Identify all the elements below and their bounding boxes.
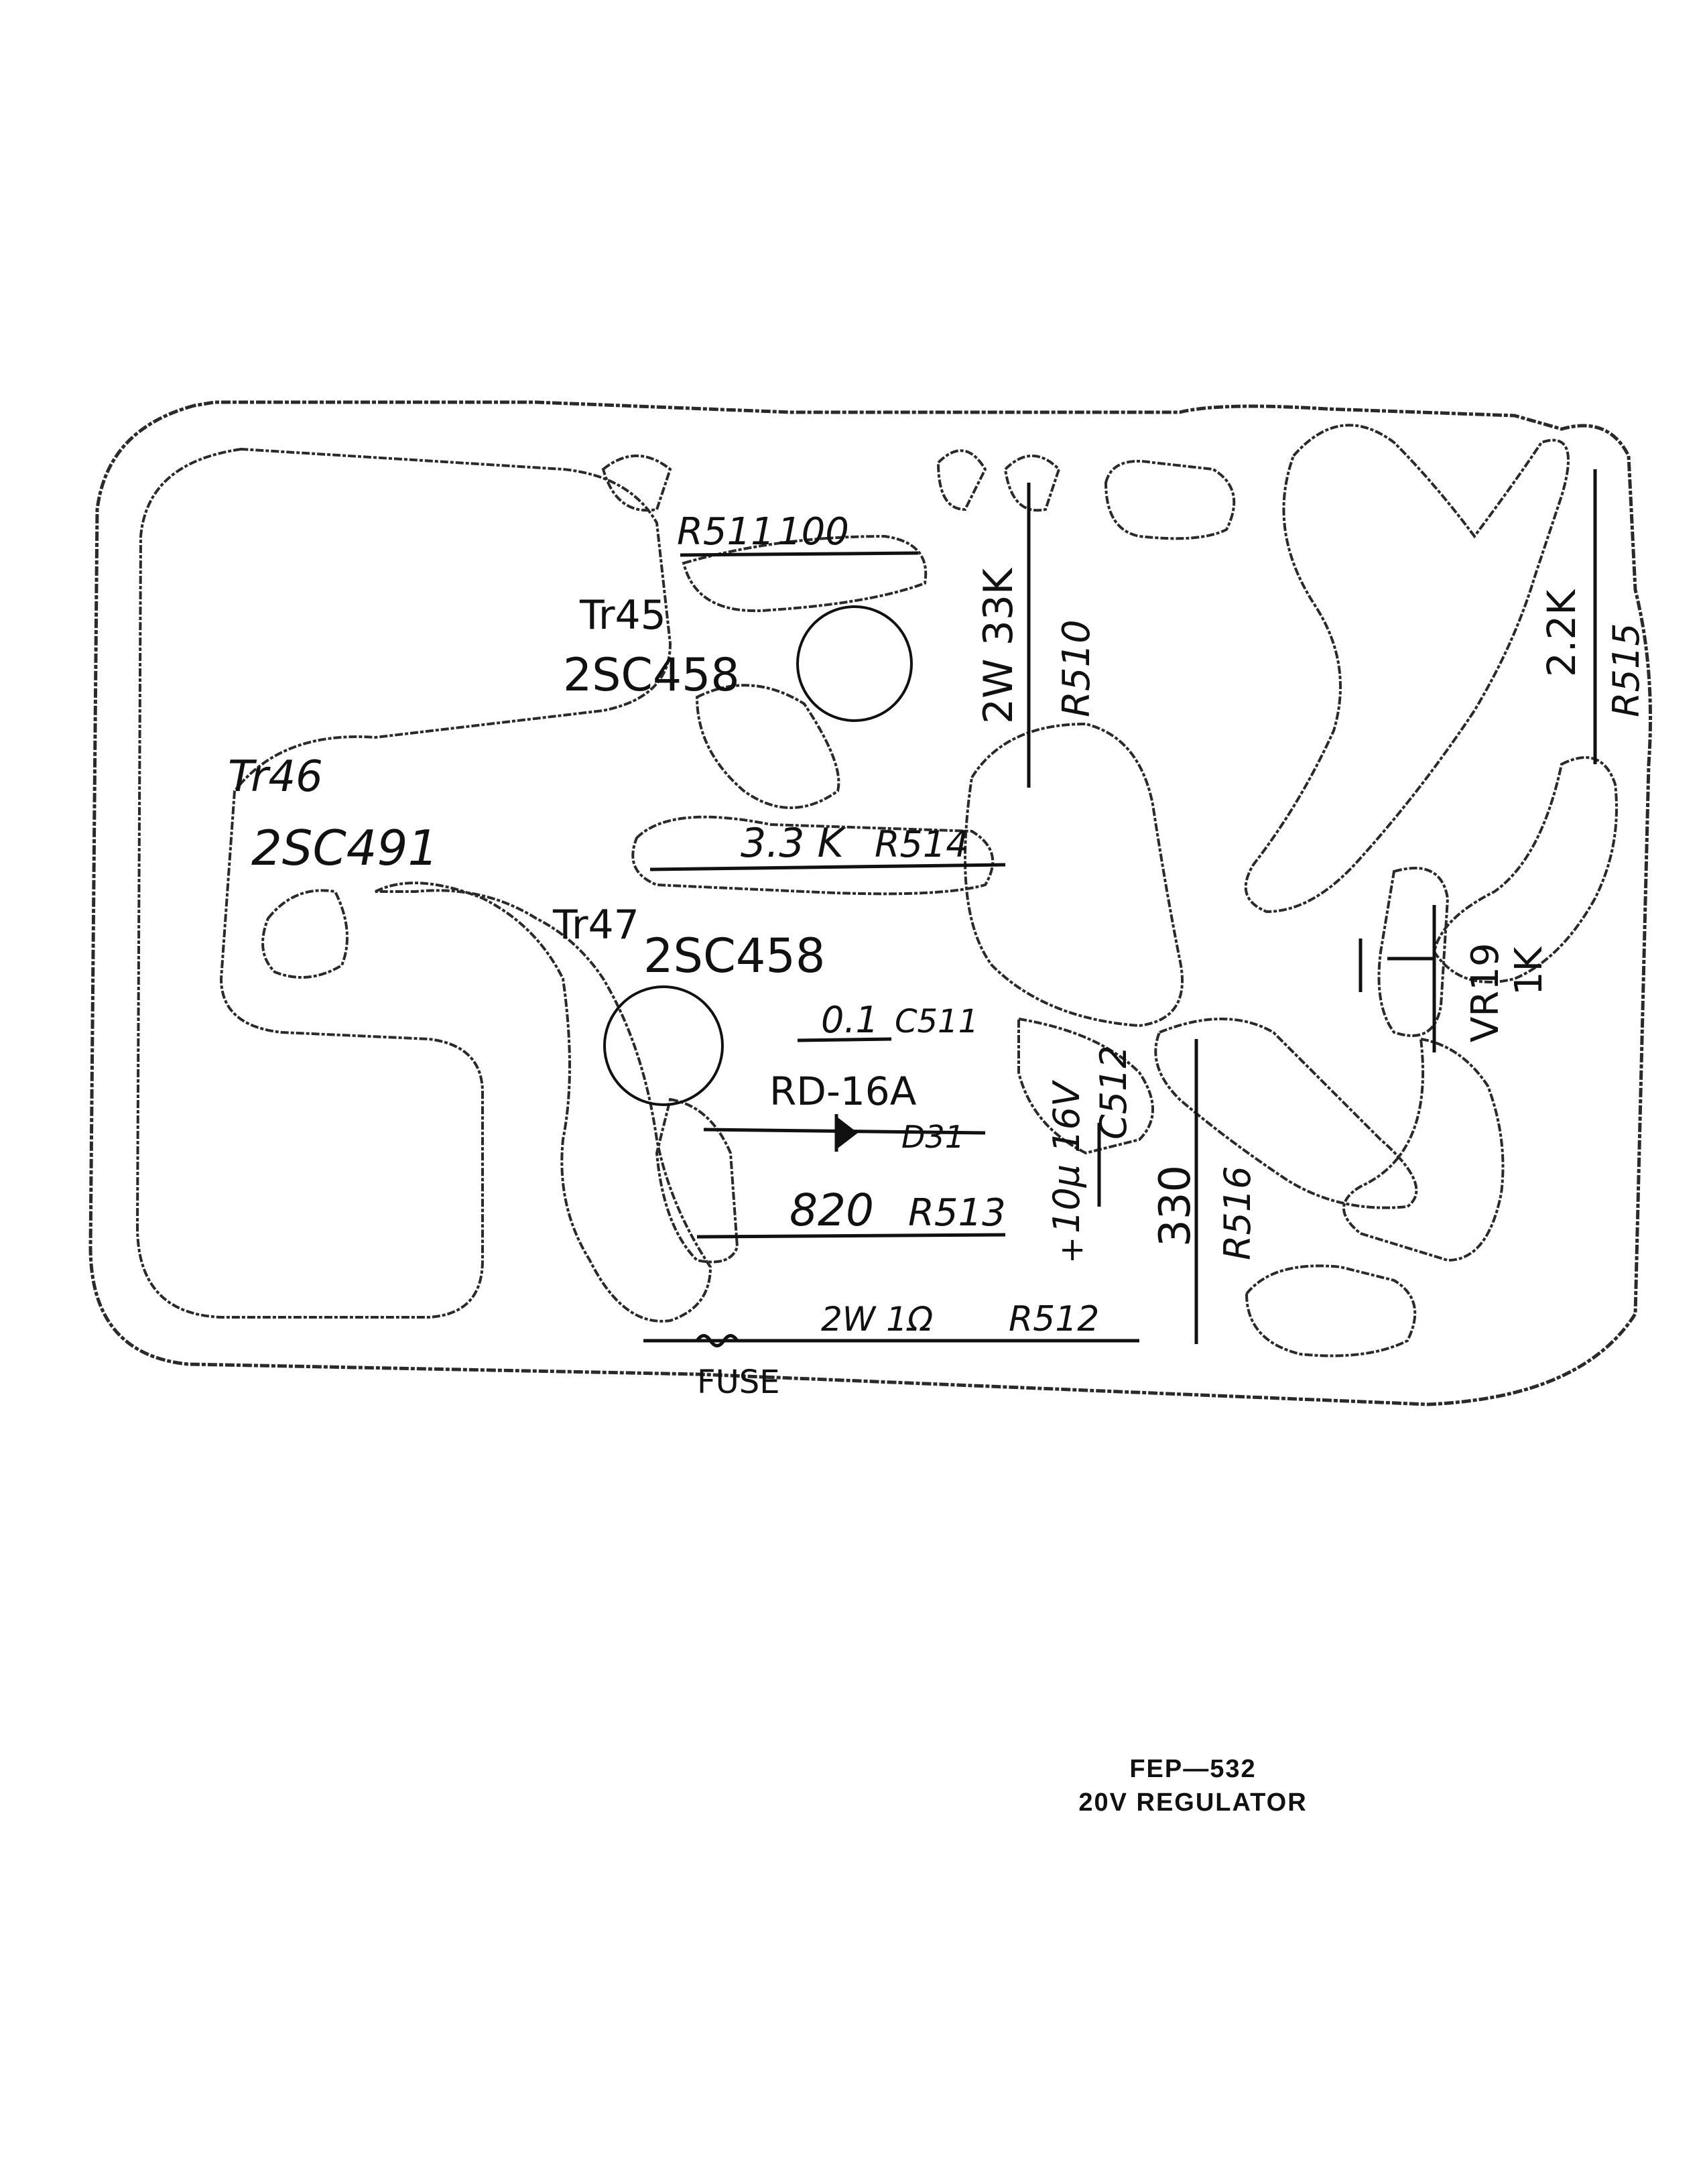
label-r513-ref: R513 — [908, 1191, 1006, 1235]
label-r511-ref: R511 — [677, 510, 775, 554]
label-r512-ref: R512 — [1009, 1299, 1099, 1339]
label-r513-value: 820 — [790, 1185, 874, 1236]
label-tr46-ref: Tr46 — [228, 752, 323, 802]
tr47-transistor-outline — [603, 985, 724, 1106]
label-r510-ref: R510 — [1055, 619, 1098, 717]
label-r511-value: 100 — [777, 510, 849, 554]
label-c511-ref: C511 — [895, 1003, 978, 1040]
label-r510-value: 2W 33K — [975, 567, 1022, 724]
ground-trace-inner — [135, 447, 672, 1319]
caption-model: FEP—532 — [1129, 1755, 1257, 1783]
fuse-symbol — [643, 1334, 791, 1347]
label-r515-ref: R515 — [1605, 623, 1647, 717]
label-r515-value: 2.2K — [1539, 589, 1584, 677]
label-c511-value: 0.1 — [821, 999, 879, 1041]
label-c512-ref: C512 — [1092, 1045, 1135, 1140]
label-d31-part: RD-16A — [769, 1069, 917, 1114]
label-r514-value: 3.3 K — [741, 820, 846, 867]
label-fuse: FUSE — [697, 1363, 780, 1401]
caption-title: 20V REGULATOR — [1078, 1788, 1308, 1817]
label-r516-ref: R516 — [1216, 1166, 1259, 1260]
label-r516-value: 330 — [1151, 1165, 1200, 1247]
copper-traces — [261, 424, 1618, 1357]
label-tr46-part: 2SC491 — [251, 820, 438, 876]
label-tr45-ref: Tr45 — [579, 592, 666, 639]
label-tr45-part: 2SC458 — [563, 649, 740, 702]
label-r514-ref: R514 — [875, 823, 969, 865]
label-vr19-value: 1K — [1507, 946, 1551, 995]
label-tr47-part: 2SC458 — [643, 928, 825, 983]
board-outline-outer — [88, 400, 1652, 1406]
label-vr19-ref: VR19 — [1464, 943, 1507, 1042]
label-d31-ref: D31 — [901, 1119, 964, 1155]
label-tr47-ref: Tr47 — [552, 902, 639, 949]
zener-diode-symbol — [834, 1114, 858, 1152]
label-r512-value: 2W 1Ω — [821, 1300, 933, 1339]
label-c512-polarity: + — [1059, 1231, 1086, 1268]
tr45-transistor-outline — [796, 605, 913, 722]
label-c512-value: 10µ 16V — [1046, 1079, 1088, 1233]
